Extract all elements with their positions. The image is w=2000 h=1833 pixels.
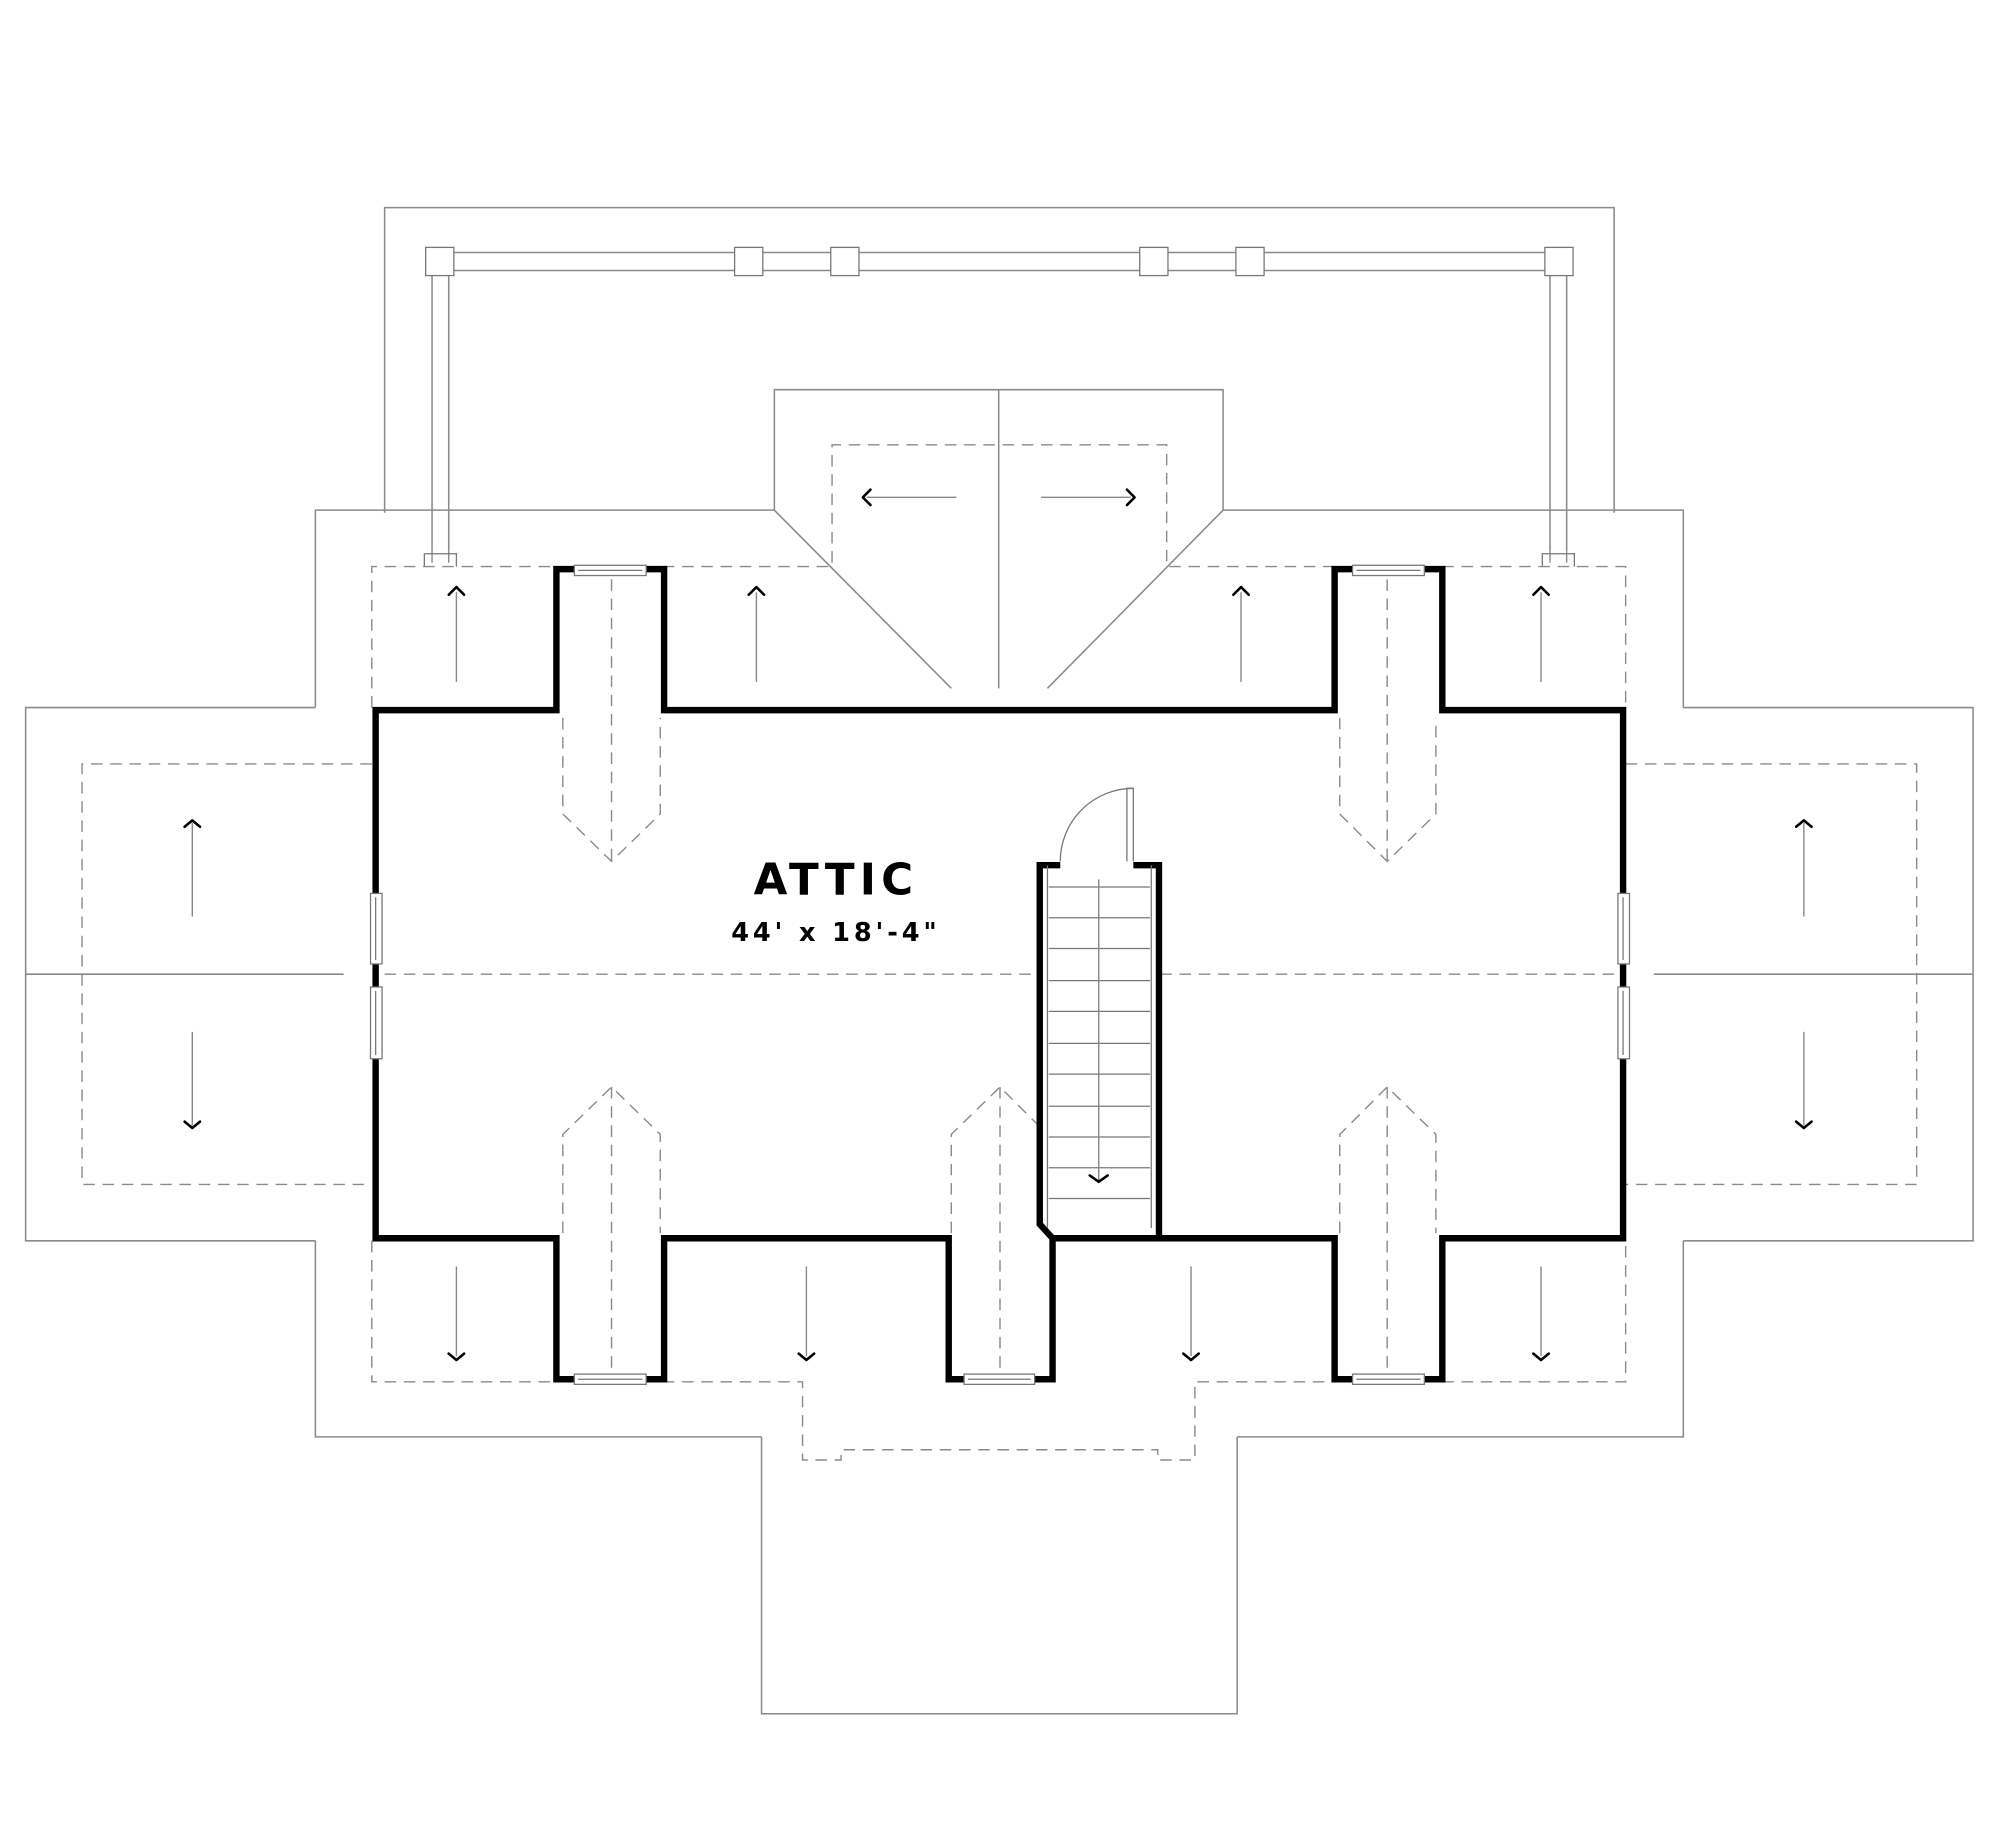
porch-post xyxy=(425,246,455,277)
stair xyxy=(1046,787,1152,1228)
arrow-up-icon xyxy=(1532,585,1551,597)
arrow-left-icon xyxy=(861,488,872,507)
main-roof-outline xyxy=(24,388,1974,1715)
porch-post xyxy=(830,246,860,277)
exterior-walls xyxy=(372,565,1627,1383)
stair-down-arrow-icon xyxy=(1088,1174,1109,1184)
porch-post xyxy=(1139,246,1169,277)
windows xyxy=(369,564,1631,1386)
arrow-down-icon xyxy=(1182,1352,1200,1362)
room-dimensions: 44' x 18'-4" xyxy=(731,918,940,948)
arrow-down-icon xyxy=(447,1352,466,1362)
porch-post xyxy=(733,246,764,277)
arrow-down-icon xyxy=(797,1352,816,1362)
window xyxy=(369,986,383,1060)
window xyxy=(1351,564,1425,577)
window xyxy=(1351,1373,1425,1386)
arrow-right-icon xyxy=(1125,488,1136,507)
window xyxy=(963,1373,1036,1386)
arrow-up-icon xyxy=(183,819,202,829)
porch-post xyxy=(1235,246,1265,277)
porch-post xyxy=(1544,246,1574,277)
wall-below-outline xyxy=(81,444,1918,1461)
arrow-down-icon xyxy=(1794,1120,1813,1130)
window xyxy=(573,1373,647,1386)
rear-porch-roof xyxy=(383,206,1615,567)
arrow-down-icon xyxy=(1532,1352,1551,1362)
window xyxy=(1617,892,1631,965)
arrow-up-icon xyxy=(747,585,766,597)
arrow-up-icon xyxy=(1232,585,1250,597)
arrow-up-icon xyxy=(447,585,466,597)
room-name: ATTIC xyxy=(754,856,919,906)
roof-slope-arrows xyxy=(183,488,1813,1362)
window xyxy=(1617,986,1631,1060)
window xyxy=(573,564,647,577)
arrow-down-icon xyxy=(183,1120,202,1130)
arrow-up-icon xyxy=(1794,819,1813,829)
attic-door-swing xyxy=(1059,787,1134,862)
window xyxy=(369,892,383,965)
room-label: ATTIC 44' x 18'-4" xyxy=(731,856,940,948)
dormer-ridges xyxy=(562,579,1437,1369)
